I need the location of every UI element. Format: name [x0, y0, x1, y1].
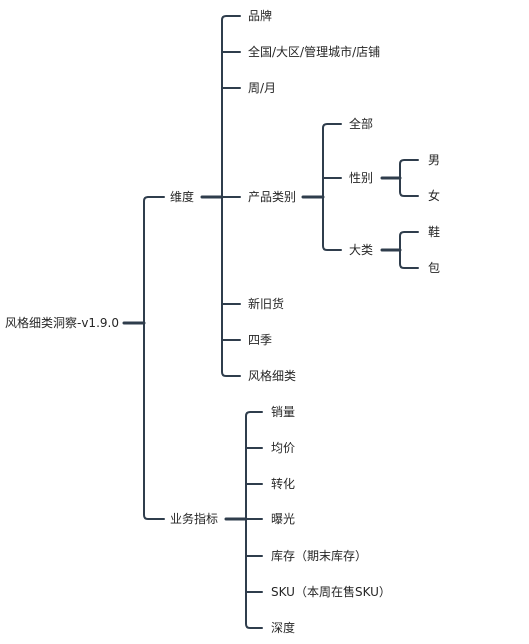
node-depth[interactable]: 深度	[271, 621, 296, 635]
connector-major-spine	[399, 231, 419, 269]
node-sales[interactable]: 销量	[271, 405, 296, 419]
connector-category-spine	[322, 123, 342, 251]
node-sku[interactable]: SKU（本周在售SKU）	[271, 585, 391, 599]
node-inventory[interactable]: 库存（期末库存）	[271, 549, 368, 563]
connector-gender-spine	[399, 159, 419, 197]
node-exposure[interactable]: 曝光	[271, 512, 296, 526]
connector-root-branches	[143, 196, 165, 520]
node-conversion[interactable]: 转化	[271, 477, 296, 491]
node-dimensions[interactable]: 维度	[170, 190, 195, 204]
node-brand[interactable]: 品牌	[248, 9, 273, 23]
node-shoes[interactable]: 鞋	[428, 225, 441, 239]
node-bags[interactable]: 包	[428, 261, 441, 275]
node-metrics[interactable]: 业务指标	[170, 512, 219, 526]
node-male[interactable]: 男	[428, 153, 441, 167]
node-avg-price[interactable]: 均价	[271, 441, 296, 455]
root-node[interactable]: 风格细类洞察-v1.9.0	[5, 316, 119, 330]
node-category[interactable]: 产品类别	[248, 190, 297, 204]
node-female[interactable]: 女	[428, 189, 441, 203]
node-period[interactable]: 周/月	[248, 81, 277, 95]
node-major[interactable]: 大类	[349, 243, 374, 257]
node-category-all[interactable]: 全部	[349, 117, 374, 131]
node-season[interactable]: 四季	[248, 333, 273, 347]
node-region[interactable]: 全国/大区/管理城市/店铺	[248, 45, 381, 59]
node-style[interactable]: 风格细类	[248, 369, 297, 383]
node-new-old[interactable]: 新旧货	[248, 297, 285, 311]
node-gender[interactable]: 性别	[349, 171, 374, 185]
